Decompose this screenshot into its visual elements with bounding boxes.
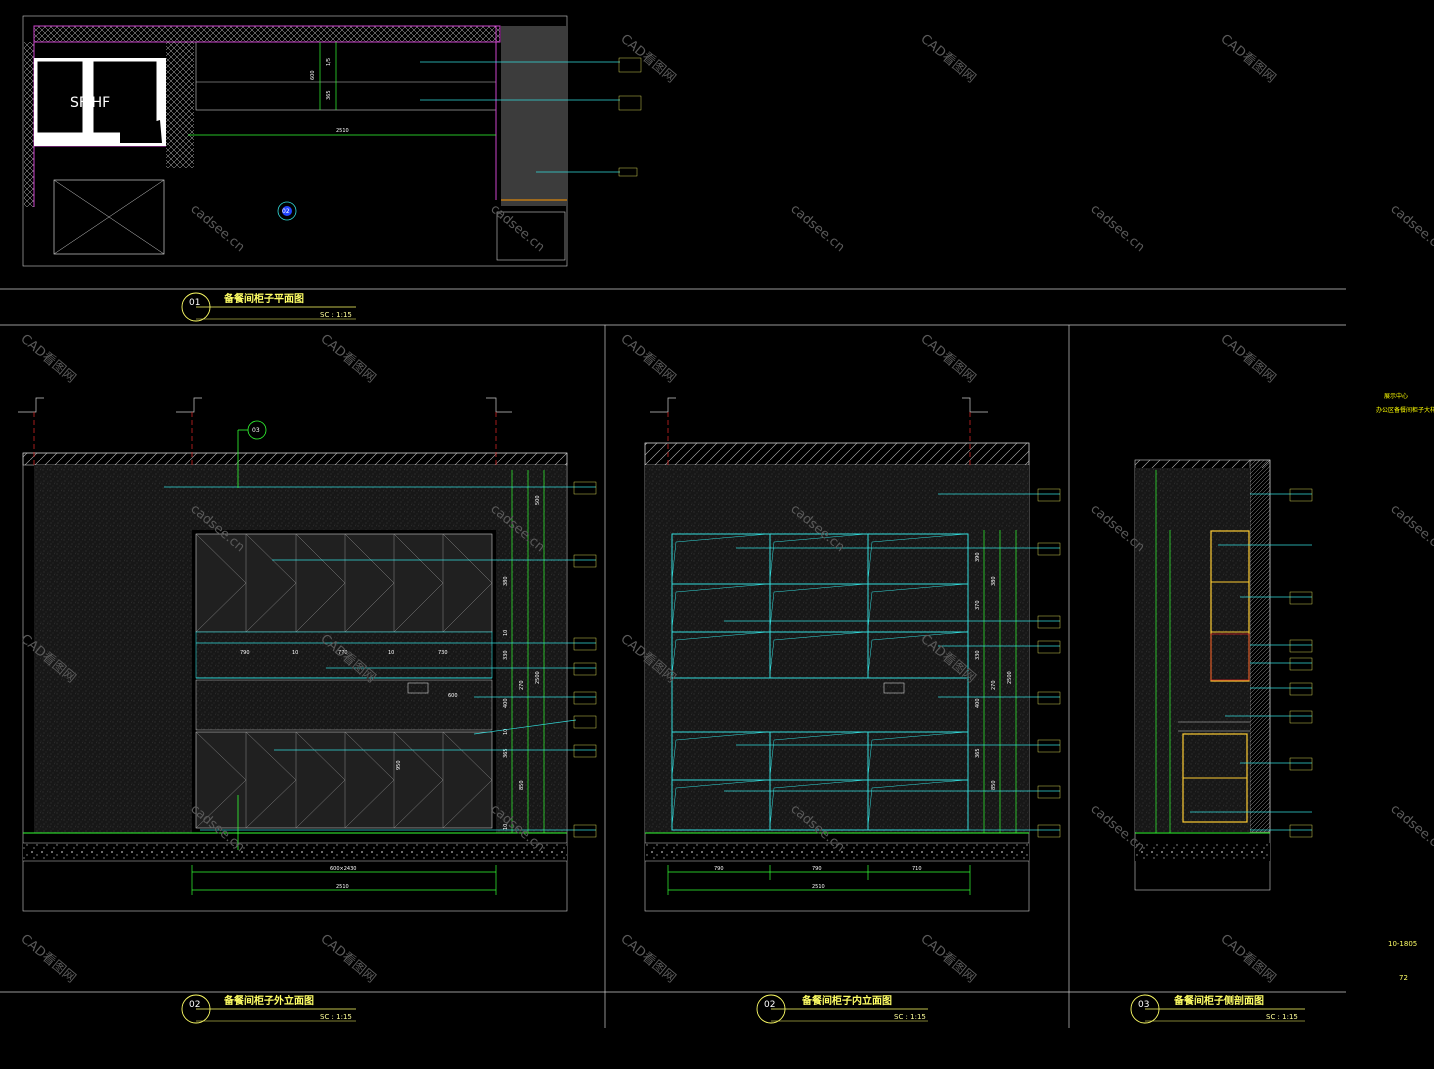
inner-dim-bottom-790b: 790 [812,866,822,872]
outer-vdim-10b: 10 [503,729,509,735]
outer-dim-790: 790 [240,650,250,656]
inner-vdim-850: 850 [991,780,997,790]
watermark-url: cadsee.cn [787,202,847,256]
outer-dim-730: 730 [438,650,448,656]
watermark-cn: CAD看图网 [617,931,679,986]
watermark-cn: CAD看图网 [917,331,979,386]
view-number-02b: 02 [764,1000,775,1010]
outer-dim-770: 770 [338,650,348,656]
inner-vdim-330: 330 [975,650,981,660]
plan-callout-number: 02 [282,208,290,215]
inner-dim-bottom-total: 2510 [812,884,825,890]
watermark-cn: CAD看图网 [317,931,379,986]
outer-dim-bottom-a: 600×2430 [330,866,356,872]
outer-dim-10a: 10 [292,650,298,656]
inner-vdim-270: 270 [991,680,997,690]
view-scale-03: SC : 1:15 [1266,1013,1298,1021]
view-title-02a: 备餐间柜子外立面图 [223,994,314,1007]
sheet-frame [0,288,1346,1028]
watermark-url: cadsee.cn [1087,202,1147,256]
plan-view: SF/HF 2510 600 1/5 365 02 [22,15,642,267]
outer-vdim-270: 270 [519,680,525,690]
watermark-url: cadsee.cn [1387,202,1434,256]
view-title-01: 备餐间柜子平面图 [223,292,304,305]
outer-dim-bottom-total: 2510 [336,884,349,890]
outer-vdim-500: 500 [535,495,541,505]
inner-vdim-2500: 2500 [1007,671,1013,684]
project-name: 展示中心 [1384,392,1408,400]
outer-dim-950: 950 [396,760,402,770]
outer-section-callout[interactable] [247,420,267,440]
watermark-url: cadsee.cn [487,202,547,256]
appliance-label: SF/HF [70,95,110,111]
side-section [1134,459,1313,891]
view-number-02a: 02 [189,1000,200,1010]
outer-vdim-850: 850 [519,780,525,790]
view-scale-02a: SC : 1:15 [320,1013,352,1021]
title-block-01: 01 备餐间柜子平面图 SC : 1:15 [181,292,356,322]
outer-dim-600: 600 [448,693,458,699]
plan-dim-total: 2510 [336,128,349,134]
inner-vdim-400: 400 [975,698,981,708]
watermark-cn: CAD看图网 [617,31,679,86]
view-scale-02b: SC : 1:15 [894,1013,926,1021]
title-block-02b: 02 备餐间柜子内立面图 SC : 1:15 [756,994,928,1024]
view-title-02b: 备餐间柜子内立面图 [801,994,892,1007]
inner-dim-bottom-710: 710 [912,866,922,872]
inner-elevation: 790 790 710 2510 390 380 370 330 270 400… [644,397,1061,912]
outer-vdim-2500: 2500 [535,671,541,684]
watermark-url: cadsee.cn [1387,502,1434,556]
watermark-cn: CAD看图网 [917,31,979,86]
plan-callout-marker[interactable] [277,201,297,221]
inner-vdim-380: 380 [991,576,997,586]
watermark-cn: CAD看图网 [1217,931,1279,986]
view-number-01: 01 [189,298,200,308]
view-number-03: 03 [1138,1000,1149,1010]
column-block [501,26,567,206]
outer-vdim-10c: 10 [503,824,509,830]
outer-elevation: 600×2430 2510 790 10 770 10 730 600 950 … [18,397,597,912]
drawing-name: 办公区备餐间柜子大样图 [1376,406,1434,414]
outer-vdim-380: 380 [503,576,509,586]
outer-vdim-400: 400 [503,698,509,708]
watermark-cn: CAD看图网 [317,331,379,386]
plan-dim-a: 600 [310,70,316,80]
watermark-url: cadsee.cn [1387,802,1434,856]
outer-section-callout-number: 03 [252,427,260,434]
plan-dim-b: 1/5 [326,58,332,66]
outer-vdim-10a: 10 [503,630,509,636]
title-block-03: 03 备餐间柜子侧剖面图 SC : 1:15 [1130,994,1305,1024]
watermark-cn: CAD看图网 [1217,331,1279,386]
outer-dim-10b: 10 [388,650,394,656]
sheet-info: 展示中心 办公区备餐间柜子大样图 10-1805 72 [1376,392,1434,982]
plan-dim-c: 365 [326,90,332,100]
view-scale-01: SC : 1:15 [320,311,352,319]
watermark-cn: CAD看图网 [1217,31,1279,86]
outer-vdim-330: 330 [503,650,509,660]
sheet-number: 10-1805 [1388,940,1417,948]
inner-vdim-370: 370 [975,600,981,610]
outer-vdim-365: 365 [503,748,509,758]
title-block-02a: 02 备餐间柜子外立面图 SC : 1:15 [181,994,356,1024]
inner-dim-bottom-790a: 790 [714,866,724,872]
inner-vdim-390: 390 [975,552,981,562]
page-number: 72 [1399,974,1408,982]
inner-vdim-365: 365 [975,748,981,758]
watermark-cn: CAD看图网 [917,931,979,986]
view-title-03: 备餐间柜子侧剖面图 [1173,994,1264,1007]
watermark-cn: CAD看图网 [17,931,79,986]
watermark-url: cadsee.cn [187,202,247,256]
watermark-cn: CAD看图网 [617,331,679,386]
watermark-cn: CAD看图网 [17,331,79,386]
